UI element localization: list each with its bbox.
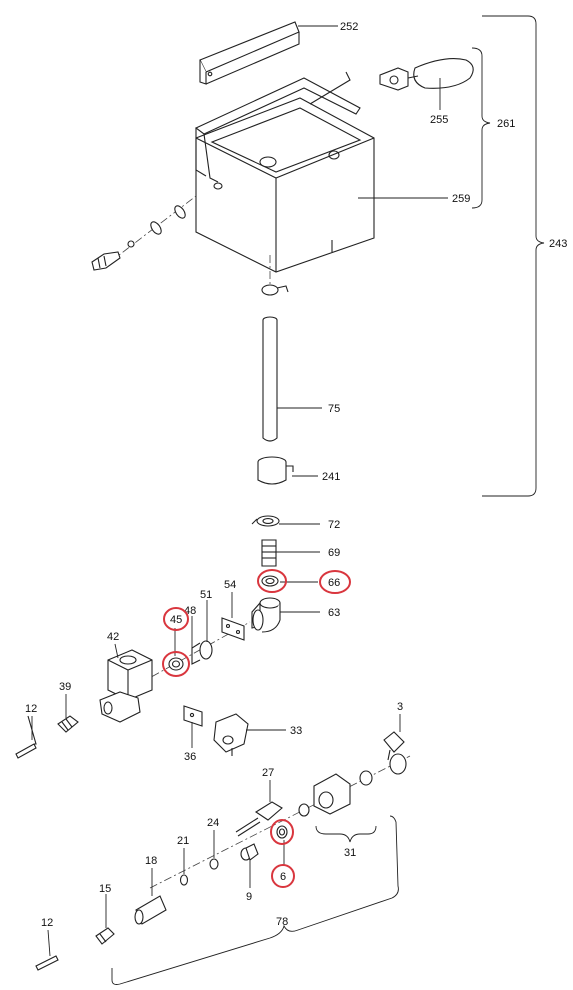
ring-6	[276, 825, 288, 839]
tank-outlet-fittings	[91, 195, 197, 271]
label-12-lower: 12	[41, 917, 53, 929]
elbow-3	[383, 731, 407, 775]
connector-33	[213, 713, 249, 756]
label-15: 15	[99, 883, 111, 895]
plate-54	[221, 617, 245, 641]
label-243: 243	[549, 238, 567, 250]
hose-nipple-69	[261, 539, 277, 567]
highlight-gasket-45	[162, 651, 190, 677]
label-12-upper: 12	[25, 703, 37, 715]
highlight-seal-66	[257, 569, 287, 593]
brace-261	[471, 47, 491, 209]
plate-36	[183, 705, 203, 727]
label-259: 259	[452, 193, 470, 205]
seal-66	[261, 575, 279, 587]
clip-72	[251, 515, 280, 527]
brace-78	[111, 815, 399, 985]
highlight-label-6	[271, 864, 295, 888]
label-18: 18	[145, 855, 157, 867]
assembly-31	[298, 770, 373, 817]
nipple-39	[57, 715, 79, 733]
label-261: 261	[497, 118, 515, 130]
tube-clip	[261, 284, 289, 296]
label-252: 252	[340, 21, 358, 33]
leader-42	[114, 643, 119, 659]
highlight-label-66	[319, 570, 351, 594]
sleeve-241	[257, 456, 294, 485]
label-78: 78	[276, 916, 288, 928]
washer-21	[179, 874, 189, 886]
sleeve-9	[240, 843, 259, 861]
solenoid-valve-42	[99, 649, 153, 723]
label-42: 42	[107, 631, 119, 643]
label-51: 51	[200, 589, 212, 601]
label-21: 21	[177, 835, 189, 847]
label-66: 66	[328, 577, 340, 589]
label-45: 45	[170, 614, 182, 626]
label-63: 63	[328, 607, 340, 619]
label-72: 72	[328, 519, 340, 531]
brace-31	[315, 825, 377, 843]
label-27: 27	[262, 767, 274, 779]
label-48: 48	[184, 605, 196, 617]
label-24: 24	[207, 817, 219, 829]
coupling-18	[134, 895, 167, 925]
pin-12-upper	[15, 715, 37, 759]
label-54: 54	[224, 579, 236, 591]
label-6: 6	[280, 871, 286, 883]
label-69: 69	[328, 547, 340, 559]
label-31: 31	[344, 847, 356, 859]
nipple-15	[95, 927, 115, 945]
label-39: 39	[59, 681, 71, 693]
label-36: 36	[184, 751, 196, 763]
float-valve-255	[379, 58, 474, 91]
gasket-45	[168, 657, 184, 671]
tube-75	[262, 316, 278, 442]
tank-259	[194, 71, 375, 273]
label-241: 241	[322, 471, 340, 483]
nut-51	[191, 640, 213, 665]
label-9: 9	[246, 891, 252, 903]
label-255: 255	[430, 114, 448, 126]
highlight-label-45	[163, 607, 189, 631]
bracket-252	[199, 21, 300, 85]
oring-24	[209, 858, 219, 870]
pin-12-lower	[35, 929, 59, 971]
label-33: 33	[290, 725, 302, 737]
brace-243	[482, 15, 545, 497]
connector-27	[235, 801, 283, 837]
elbow-63	[251, 597, 281, 633]
label-3: 3	[397, 701, 403, 713]
label-75: 75	[328, 403, 340, 415]
highlight-ring-6	[270, 819, 294, 845]
